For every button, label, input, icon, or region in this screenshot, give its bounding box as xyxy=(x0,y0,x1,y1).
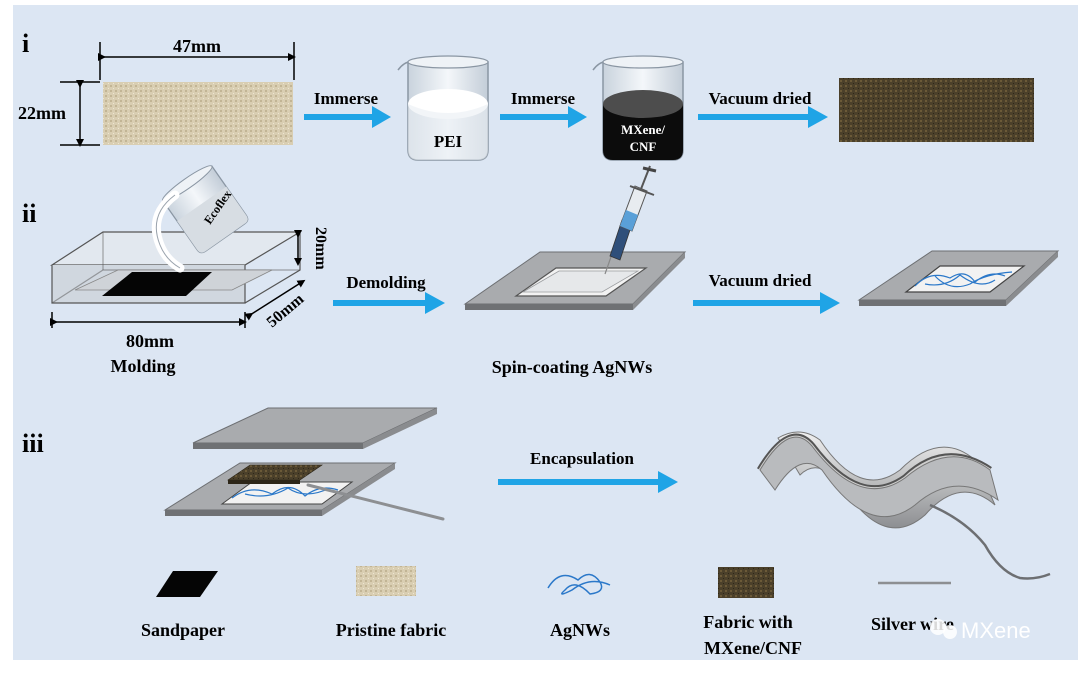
height-label: 22mm xyxy=(18,103,66,123)
step-encapsulation: Encapsulation xyxy=(530,449,634,468)
mxene-label-2: CNF xyxy=(630,139,657,154)
dried-sheet xyxy=(857,250,1060,306)
pei-beaker xyxy=(397,55,489,161)
legend-agnws: AgNWs xyxy=(550,620,610,640)
watermark-text: MXene xyxy=(961,618,1031,643)
length-label: 80mm xyxy=(126,331,174,351)
row-label-iii: iii xyxy=(22,429,44,458)
legend-agnws-swatch xyxy=(547,573,611,595)
arrow-5 xyxy=(693,292,840,314)
watermark: MXene xyxy=(930,618,1031,643)
mxene-label-1: MXene/ xyxy=(621,122,665,137)
encapsulation-stack xyxy=(163,407,445,521)
sandpaper-in-mold xyxy=(102,272,212,296)
arrow-6 xyxy=(498,471,678,493)
width-dimension-ii xyxy=(244,279,306,321)
step-demolding: Demolding xyxy=(346,273,426,292)
width-label-ii: 50mm xyxy=(264,290,308,331)
width-label: 47mm xyxy=(173,36,221,56)
row-label-i: i xyxy=(22,29,29,58)
legend-fabric-2: MXene/CNF xyxy=(704,638,802,658)
encapsulated-sensor xyxy=(756,431,1051,580)
legend-sandpaper-swatch xyxy=(156,571,218,597)
legend-fabric-swatch xyxy=(718,567,774,598)
spin-coating-sheet xyxy=(463,251,687,310)
pristine-fabric xyxy=(103,82,293,145)
legend-fabric-1: Fabric with xyxy=(703,612,793,632)
step-vacuum-dried-1: Vacuum dried xyxy=(709,89,812,108)
molding-label: Molding xyxy=(110,356,175,376)
arrow-2 xyxy=(500,106,587,128)
mxene-beaker xyxy=(592,55,684,161)
legend-pristine-swatch xyxy=(356,566,416,596)
step-vacuum-dried-2: Vacuum dried xyxy=(709,271,812,290)
coated-fabric xyxy=(839,78,1034,142)
arrow-4 xyxy=(333,292,445,314)
arrow-1 xyxy=(304,106,391,128)
row-label-ii: ii xyxy=(22,199,36,228)
step-immerse-1: Immerse xyxy=(314,89,379,108)
legend-pristine: Pristine fabric xyxy=(336,620,446,640)
syringe xyxy=(604,165,657,275)
arrow-3 xyxy=(698,106,828,128)
pei-label: PEI xyxy=(434,132,463,151)
step-immerse-2: Immerse xyxy=(511,89,576,108)
depth-label: 20mm xyxy=(312,227,329,270)
legend-sandpaper: Sandpaper xyxy=(141,620,225,640)
agnw-network xyxy=(914,271,1013,288)
spin-coating-label: Spin-coating AgNWs xyxy=(492,357,653,377)
